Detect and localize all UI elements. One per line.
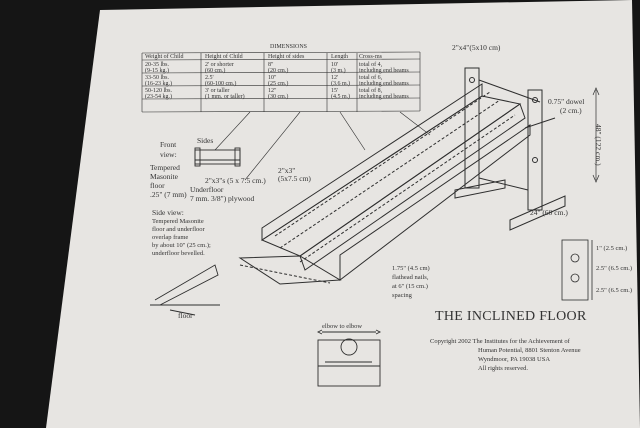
table-cell: (3 m.) [331,67,346,74]
table-cell: 12" [268,88,277,94]
label-side-view: Side view: [152,208,184,217]
table-cell: 20-35 lbs. [145,62,170,68]
height-dimension-line [592,87,600,183]
table-cell: (30 cm.) [268,93,288,100]
side-view-section [150,264,220,316]
table-cell: 15' [331,88,338,94]
inclined-floor-drawing [238,83,531,285]
label-nails-3: at 6" (15 cm.) [392,283,428,290]
column-side-height: Height of sides [268,53,305,60]
column-length: Length [331,54,348,60]
label-side-view-6: underfloor bevelled. [152,250,205,257]
paper-sheet [46,0,640,428]
label-nails-1: 1.75" (4.5 cm) [392,265,430,272]
label-underfloor: Underfloor [190,185,224,194]
label-height: 48" (122 cm.) [594,124,603,166]
table-cell: 2.5' [205,75,214,81]
column-child-height: Height of Child [205,53,243,60]
label-tempered: Tempered [150,163,180,172]
upright-frame [454,67,566,231]
table-cell: (9-15 kg.) [145,67,169,74]
table-cell: (1 mm. or taller) [205,93,245,100]
table-cell: 3' or taller [205,88,229,94]
label-side-view-2: Tempered Masonite [152,218,204,225]
label-floor-thickness: .25" (7 mm) [150,190,187,199]
label-side-view-4: overlap frame [152,234,188,241]
table-cell: including end beams [359,68,409,74]
label-floor-word: floor [150,181,165,190]
table-cell: including end beams [359,94,409,100]
copyright-line-4: All rights reserved. [478,365,528,372]
leader-lines [214,111,431,181]
page-title: THE INCLINED FLOOR [435,309,587,324]
label-sides: Sides [197,136,213,145]
column-crossbeams-end: ms [375,54,383,60]
label-front-view-2: view: [160,150,177,159]
table-cell: 12' [331,75,338,81]
table-cell: total of 6, [359,74,383,81]
label-nails-2: flathead nails, [392,274,429,281]
label-nails-4: spacing [392,292,413,299]
table-cell: (20 cm.) [268,67,288,74]
label-dowel: 0.75" dowel [548,97,584,106]
label-floor: floor [178,311,193,320]
table-cell: 8" [268,62,274,68]
table-cell: (60-100 cm.) [205,80,236,87]
label-2x3: 2"x3" [278,166,295,175]
label-front-view: Front [160,140,177,149]
label-dim-2: 2.5" (6.5 cm.) [596,265,632,272]
elbow-to-elbow-sketch [316,329,382,387]
table-cell: (3.6 m.) [331,80,350,87]
table-cell: (23-54 kg.) [145,93,172,100]
table-heading: DIMENSIONS [270,44,307,50]
table-cell: (25 cm.) [268,80,288,87]
table-cell: 50-120 lbs. [145,88,173,94]
table-cell: 33-50 lbs. [145,75,170,81]
table-cell: (60 cm.) [205,67,225,74]
table-cell: (4.5 m.) [331,93,350,100]
table-cell: 10" [268,75,277,81]
table-cell: total of 4, [359,61,383,68]
copyright-line-1: Copyright 2002 The Institutes for the Ac… [430,338,571,345]
table-cell: including end beams [359,81,409,87]
table-cell: 10' [331,62,338,68]
table-cell: total of 8, [359,87,383,94]
label-dowel-metric: (2 cm.) [560,106,582,115]
label-side-view-5: by about 10" (25 cm.); [152,242,211,249]
column-weight: Weight of Child [145,53,184,60]
table-cell: (16-23 kg.) [145,80,172,87]
label-2x3-front: 2"x3"s (5 x 7.5 cm.) [205,176,266,185]
label-dim-3: 2.5" (6.5 cm.) [596,287,632,294]
label-2x3-metric: (5x7.5 cm) [278,174,311,183]
label-masonite: Masonite [150,172,179,181]
copyright-line-3: Wyndmoor, PA 19038 USA [478,356,550,363]
column-crossbeams: Cross- [359,54,375,60]
label-dim-1: 1" (2.5 cm.) [596,245,627,252]
bracket-detail [561,239,593,301]
label-elbow: elbow to elbow [322,323,362,330]
copyright-line-2: Human Potential, 8801 Stenton Avenue [478,347,581,354]
label-top-post: 2"x4"(5x10 cm) [452,43,501,52]
dimensions-table: DIMENSIONS Weight of Child Height of Chi… [141,44,421,113]
label-width: 24" (60 cm.) [530,208,568,217]
label-plywood: 7 mm. 3/8") plywood [190,194,255,203]
label-side-view-3: floor and underfloor [152,226,206,233]
front-view-section [194,147,241,167]
table-cell: 2' or shorter [205,62,234,68]
